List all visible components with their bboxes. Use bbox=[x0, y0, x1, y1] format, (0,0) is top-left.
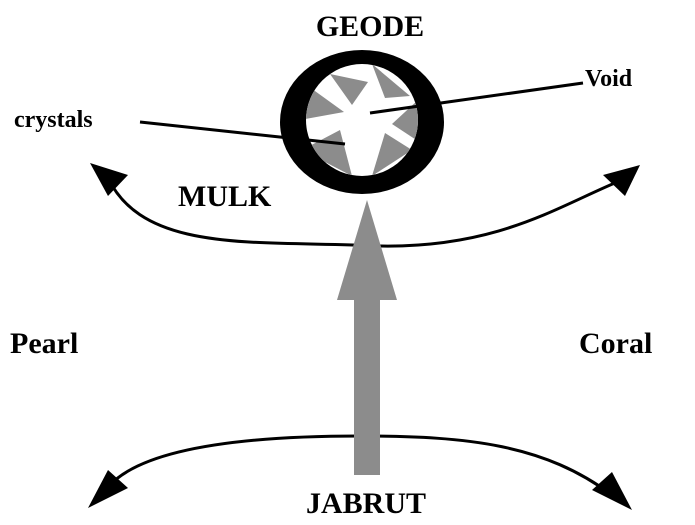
crystals-leader-line bbox=[139, 120, 346, 146]
void-leader-line bbox=[369, 81, 584, 115]
void-label: Void bbox=[585, 66, 633, 92]
ascent-arrow-head bbox=[337, 200, 397, 300]
pearl-label: Pearl bbox=[10, 327, 78, 360]
coral-label: Coral bbox=[579, 327, 652, 360]
ascent-arrow bbox=[337, 200, 397, 475]
crystal-shard bbox=[372, 133, 412, 176]
mulk-label: MULK bbox=[178, 180, 272, 213]
crystals-label: crystals bbox=[14, 107, 93, 133]
jabrut-arrowhead-right bbox=[592, 472, 632, 510]
ascent-arrow-shaft bbox=[354, 300, 380, 475]
crystal-shard bbox=[306, 130, 352, 176]
mulk-arrowhead-left bbox=[90, 163, 128, 196]
geode bbox=[280, 50, 444, 194]
geode-label: GEODE bbox=[316, 10, 424, 43]
crystal-shard bbox=[372, 64, 410, 98]
crystal-shard bbox=[392, 100, 418, 145]
mulk-arrowhead-right bbox=[603, 165, 640, 196]
jabrut-arrowhead-left bbox=[88, 470, 128, 508]
crystal-shard bbox=[330, 74, 368, 105]
jabrut-label: JABRUT bbox=[306, 487, 426, 520]
